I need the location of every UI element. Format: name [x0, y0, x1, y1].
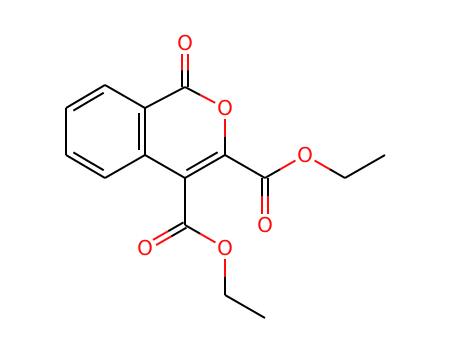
- bond-c1-o2-half-a: [184, 86, 201, 96]
- bond-c6-c5-inner-b: [88, 160, 105, 172]
- atom-label-o1: O: [177, 31, 193, 55]
- bond-c8-c7-half-a: [84, 84, 106, 98]
- bond-c6-c5-half-b: [84, 165, 106, 179]
- bond-c8-c7-half-b: [65, 95, 87, 109]
- bond-c8a-c8-half-b: [104, 84, 126, 98]
- bond-c3-c4-inner-a: [201, 151, 219, 163]
- bond-c8-c7-inner-b: [72, 100, 90, 112]
- bond-c3-ca-half-a: [224, 154, 246, 168]
- bond-c3-ca-half-b: [244, 165, 266, 179]
- bond-cb-o5-a-half-a: [167, 221, 185, 233]
- bond-c4-c4a-half-a: [164, 165, 186, 179]
- bond-cb-o5-b-half-a: [170, 226, 187, 238]
- bond-c1-o2-half-b: [199, 94, 216, 104]
- bond-c6-c5-inner-a: [72, 151, 90, 163]
- bond-c8a-c1-half-a: [144, 96, 166, 109]
- atom-label-o4: O: [297, 143, 313, 167]
- bond-c3-c4-half-a: [204, 154, 226, 168]
- bond-ca-o4-half-b: [279, 159, 296, 171]
- bond-o4-ch2-half-b: [329, 168, 346, 179]
- bond-c8-c7-inner-a: [88, 91, 105, 103]
- bond-layer: [65, 54, 386, 319]
- bond-ca-o4-half-a: [264, 168, 281, 179]
- bond-o4-ch2-half-a: [314, 159, 331, 171]
- bond-c5-c4a-half-a: [104, 165, 126, 179]
- atom-label-o2: O: [217, 96, 233, 120]
- bond-c4-c4a-half-b: [144, 154, 166, 168]
- bond-c8a-c1-half-b: [164, 86, 186, 99]
- bond-c3-c4-half-b: [184, 165, 206, 179]
- bond-cb-o5-b-half-b: [155, 235, 172, 246]
- bond-cb-o6-half-b: [199, 232, 216, 244]
- bond-cb-o6-half-a: [184, 224, 201, 235]
- bond-ch2-ch3-b-half-a: [224, 294, 246, 308]
- bond-cb-o5-a-half-b: [152, 230, 169, 241]
- bond-ch2-ch3-b-half-b: [244, 305, 266, 319]
- bond-c6-c5-half-a: [65, 154, 87, 168]
- bond-ch2-ch3-half-b: [364, 154, 386, 168]
- bond-ch2-ch3-half-a: [344, 165, 366, 179]
- atom-label-o3: O: [257, 213, 273, 237]
- atom-label-o5: O: [137, 236, 153, 260]
- atom-label-o6: O: [217, 236, 233, 260]
- bond-c5-c4a-half-b: [124, 154, 146, 168]
- bond-c8a-c8-half-a: [124, 95, 146, 109]
- bond-c3-c4-inner-b: [185, 160, 203, 172]
